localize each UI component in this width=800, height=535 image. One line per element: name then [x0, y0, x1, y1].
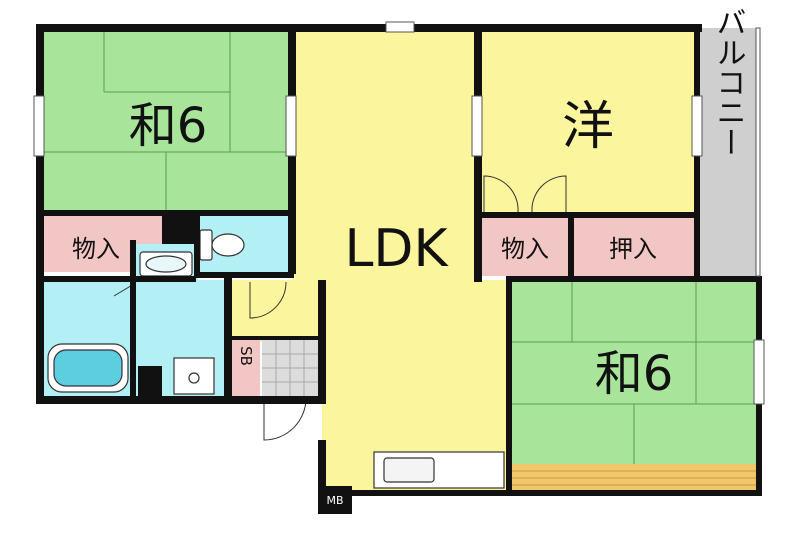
yoshitsu-floor [478, 28, 698, 214]
genkan-tiles [262, 340, 320, 396]
kitchen-sink [383, 457, 435, 483]
oshiire-floor [572, 218, 694, 276]
window-se-east [753, 339, 765, 405]
toilet-bowl [211, 233, 245, 257]
toilet-tank [199, 229, 213, 261]
meter-box-label: MB [326, 494, 343, 507]
balcony-label: バルコニー [711, 7, 746, 157]
window-north [385, 21, 415, 33]
wood-grain [510, 470, 758, 486]
windows [33, 21, 765, 405]
closet-w-label: 物入 [72, 235, 120, 263]
closet-e-floor [482, 218, 568, 276]
labels: 和6 洋 LDK 和6 物入 物入 押入 バルコニー SB MB [72, 7, 746, 507]
shoebox-label: SB [237, 346, 255, 366]
laundry-drain [188, 372, 200, 384]
ldk-label: LDK [344, 219, 449, 279]
window-west [33, 95, 45, 157]
balcony-floor [698, 28, 758, 276]
oshiire-label: 押入 [609, 235, 657, 263]
window-yoshitsu-w [471, 95, 483, 157]
washitsu-nw-label: 和6 [129, 98, 208, 154]
entrance-floor [228, 280, 322, 342]
bathtub-inner [53, 349, 123, 387]
window-balcony-edge [755, 27, 761, 277]
fixtures [47, 229, 505, 489]
yoshitsu-label: 洋 [562, 97, 614, 157]
tatami-lines [40, 28, 758, 464]
washitsu-se-label: 和6 [595, 346, 674, 402]
shoebox-floor [232, 340, 260, 396]
basin-bowl [145, 255, 187, 273]
window-nw-east [285, 95, 297, 157]
ldk-floor [292, 28, 478, 280]
meter-box [318, 486, 352, 514]
window-yoshitsu-e [691, 95, 703, 157]
closet-e-label: 物入 [501, 235, 549, 263]
